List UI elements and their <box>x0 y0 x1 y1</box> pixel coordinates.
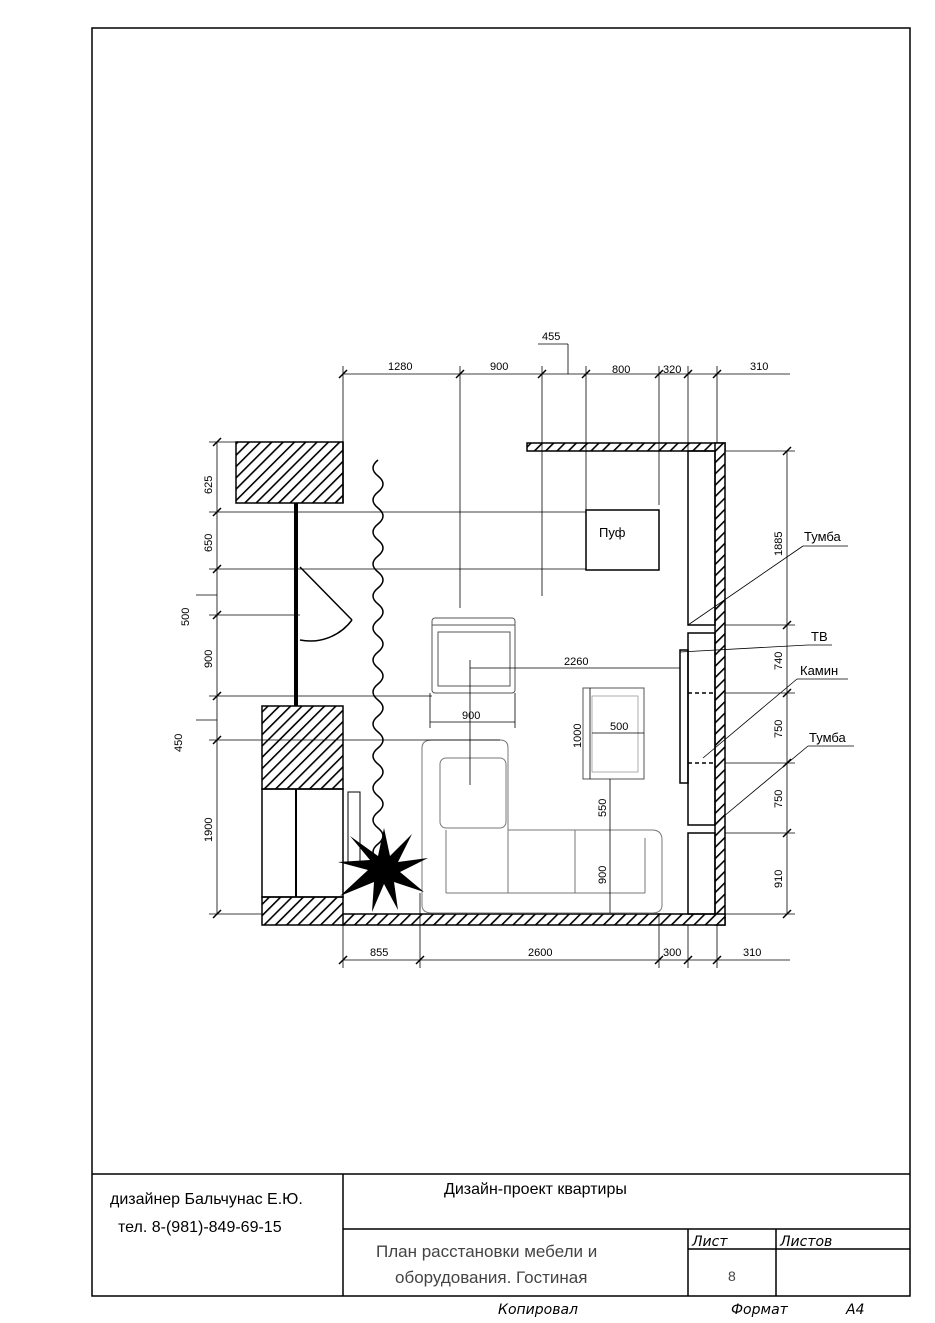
label-tv: ТВ <box>811 629 828 644</box>
label-tumba-bottom: Тумба <box>809 730 847 745</box>
dim-top-310: 310 <box>750 361 768 373</box>
drawing-title-line1: План расстановки мебели и <box>376 1242 597 1261</box>
dim-right-740: 740 <box>773 652 785 670</box>
plant-icon <box>338 828 428 912</box>
dimension-ticks <box>212 369 792 965</box>
floor-lamp <box>347 791 361 863</box>
label-kamin: Камин <box>800 663 838 678</box>
dim-inner-900-sofa: 900 <box>597 866 609 884</box>
dim-bottom-300: 300 <box>663 947 681 959</box>
dim-inner-1000: 1000 <box>572 724 584 748</box>
label-puf: Пуф <box>599 525 626 540</box>
dim-right-1885: 1885 <box>773 532 785 556</box>
project-title: Дизайн-проект квартиры <box>444 1181 627 1198</box>
curtain <box>372 459 384 861</box>
sheets-label: Листов <box>779 1234 832 1250</box>
designer-name: дизайнер Бальчунас Е.Ю. <box>110 1191 303 1208</box>
dim-bottom-855: 855 <box>370 947 388 959</box>
dim-left-625: 625 <box>203 476 215 494</box>
dim-right-750b: 750 <box>773 790 785 808</box>
format-label: Формат <box>731 1302 789 1318</box>
dim-right-910: 910 <box>773 870 785 888</box>
coffee-table <box>582 687 645 780</box>
dim-left-650: 650 <box>203 534 215 552</box>
walls <box>235 441 726 926</box>
armchair <box>431 617 516 694</box>
dim-left-500: 500 <box>180 608 192 626</box>
sheet-number: 8 <box>728 1268 736 1284</box>
drawing-title-line2: оборудования. Гостиная <box>395 1268 587 1287</box>
designer-phone: тел. 8-(981)-849-69-15 <box>118 1219 282 1236</box>
dim-left-450: 450 <box>173 734 185 752</box>
dim-left-900: 900 <box>203 650 215 668</box>
label-tumba-top: Тумба <box>804 529 842 544</box>
dim-right-750a: 750 <box>773 720 785 738</box>
sheet-label: Лист <box>691 1234 728 1250</box>
dim-top-455: 455 <box>542 331 560 343</box>
dim-bottom-2600: 2600 <box>528 947 552 959</box>
right-furniture <box>679 450 716 915</box>
puf <box>585 509 660 571</box>
dim-left-1900: 1900 <box>203 818 215 842</box>
door <box>299 566 353 642</box>
dim-inner-500: 500 <box>610 721 628 733</box>
dim-top-1280: 1280 <box>388 361 412 373</box>
dim-top-900: 900 <box>490 361 508 373</box>
dim-inner-2260: 2260 <box>564 656 588 668</box>
dim-inner-550: 550 <box>597 799 609 817</box>
dimension-lines <box>196 343 854 968</box>
copied-label: Копировал <box>498 1302 578 1318</box>
corner-sofa <box>421 739 663 914</box>
dim-inner-900-armchair: 900 <box>462 710 480 722</box>
dim-top-320: 320 <box>663 364 681 376</box>
dim-bottom-310: 310 <box>743 947 761 959</box>
sheet-frame <box>91 27 911 1297</box>
title-block <box>92 1173 910 1296</box>
format-value: А4 <box>845 1302 864 1318</box>
dim-top-800: 800 <box>612 364 630 376</box>
